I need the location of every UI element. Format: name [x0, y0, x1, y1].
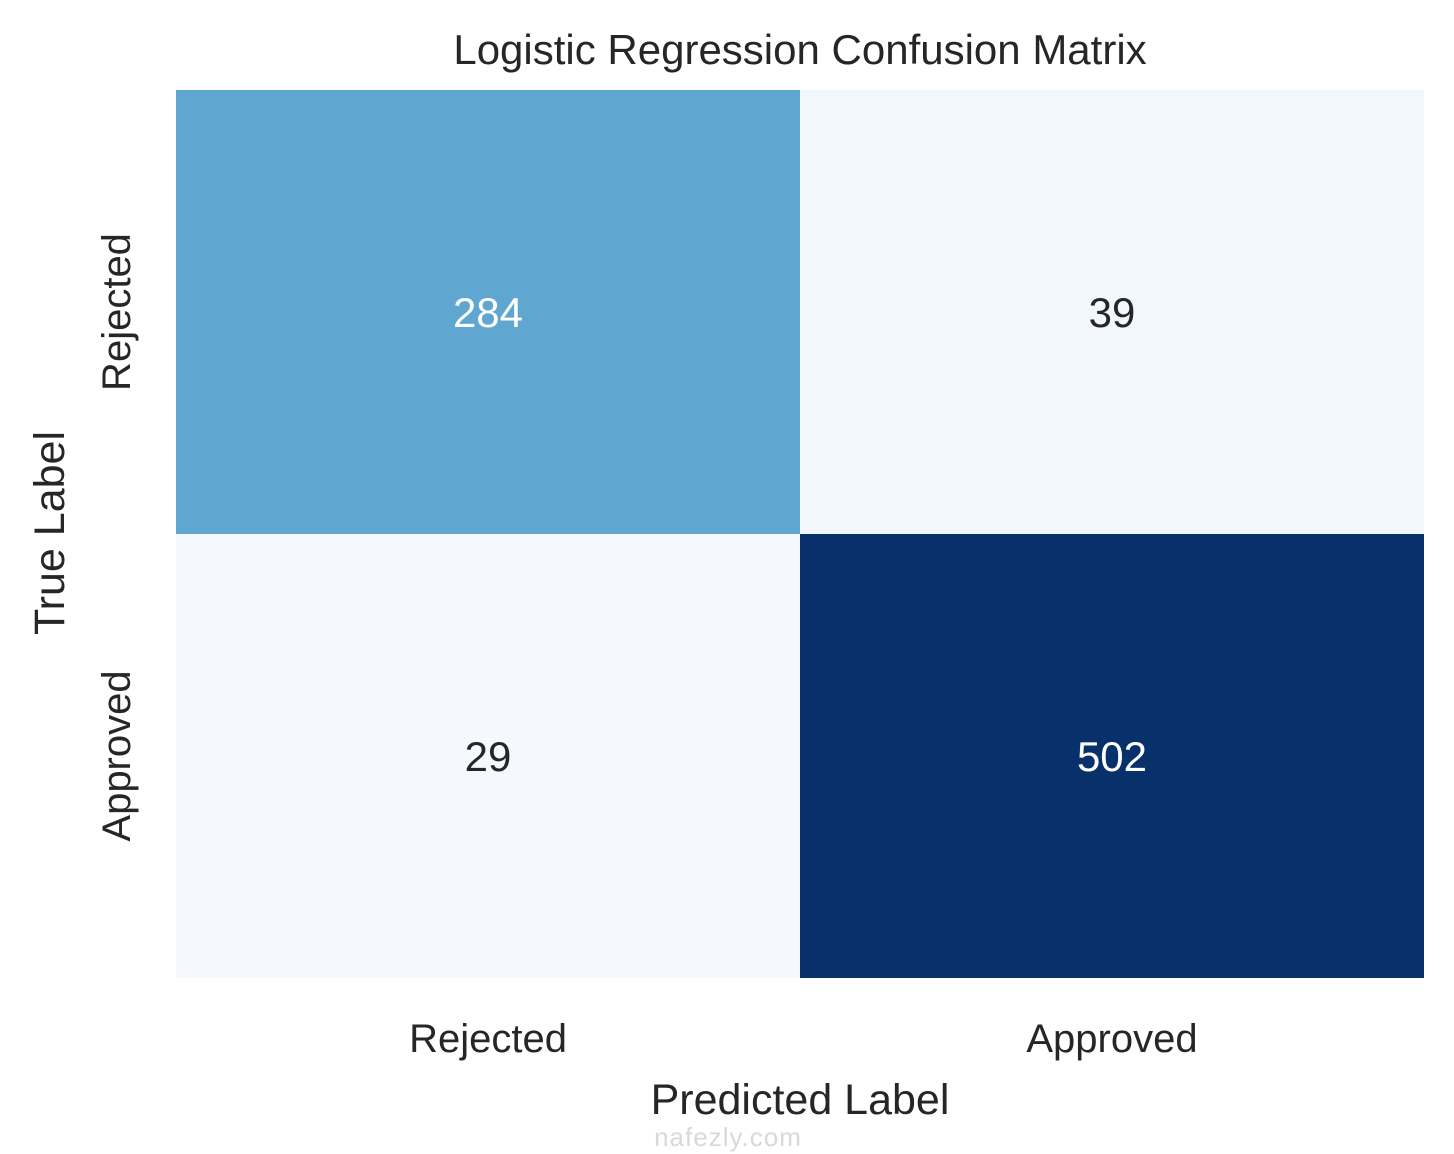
cell-value-label: 39 [1089, 289, 1136, 336]
x-tick-label-approved: Approved [1026, 1017, 1197, 1061]
heatmap-cell-approved-approved [800, 534, 1424, 978]
cell-value-label: 502 [1077, 733, 1147, 780]
heatmap-cells: 284 39 29 502 [176, 90, 1424, 978]
heatmap-cell-rejected-approved [800, 90, 1424, 534]
heatmap-cell-approved-rejected [176, 534, 800, 978]
y-tick-label-approved: Approved [95, 670, 139, 841]
watermark-text: nafezly.com [654, 1122, 802, 1152]
x-tick-label-rejected: Rejected [409, 1017, 567, 1061]
y-tick-label-rejected: Rejected [95, 233, 139, 391]
cell-value-label: 29 [465, 733, 512, 780]
heatmap-cell-rejected-rejected [176, 90, 800, 534]
chart-title: Logistic Regression Confusion Matrix [453, 26, 1146, 73]
y-axis-label: True Label [26, 431, 74, 635]
x-axis-label: Predicted Label [651, 1076, 950, 1124]
x-tick-labels: Rejected Approved [409, 1017, 1198, 1061]
cell-value-label: 284 [453, 289, 523, 336]
